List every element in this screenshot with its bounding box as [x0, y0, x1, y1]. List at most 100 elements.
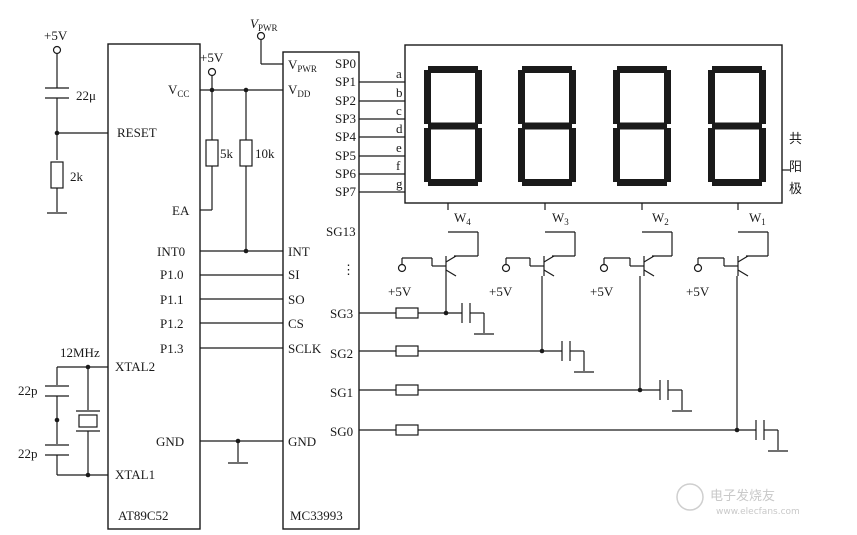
mc33993-chip — [282, 51, 360, 530]
digit-2-segment-d — [522, 179, 572, 186]
pin-p13: P1.3 — [160, 341, 183, 356]
digit-2-segment-c — [569, 128, 576, 182]
resistor-10k-label: 10k — [255, 146, 275, 161]
plus5v-label-mid: +5V — [200, 50, 224, 65]
driver-4-junction-dot — [443, 310, 449, 316]
plus5v-terminal-left — [52, 45, 62, 55]
driver-4-collector — [445, 269, 457, 277]
pin-gnd-mcu: GND — [156, 434, 184, 449]
vpwr-terminal — [256, 31, 266, 41]
supply-label-3: +5V — [590, 284, 614, 299]
driver-1-supply-terminal — [693, 263, 703, 273]
driver-1-collector — [737, 269, 749, 277]
digit-2-segment-b — [569, 70, 576, 124]
plus5v-label-left: +5V — [44, 28, 68, 43]
at89c52-label: AT89C52 — [118, 508, 169, 523]
display-digits — [424, 66, 766, 186]
crystal-freq-label: 12MHz — [60, 345, 100, 360]
segment-letter-a: a — [396, 66, 402, 81]
pin-sg2: SG2 — [330, 346, 353, 361]
common-anode-char-3: 极 — [789, 181, 802, 196]
driver-2-supply-terminal — [599, 263, 609, 273]
digit-3-segment-d — [617, 179, 667, 186]
driver-1-emitter — [737, 255, 749, 263]
digit-3-segment-b — [664, 70, 671, 124]
segment-letter-b: b — [396, 85, 403, 100]
cap-x1-label: 22p — [18, 383, 38, 398]
pin-xtal2: XTAL2 — [115, 359, 155, 374]
driver-2-emitter — [643, 255, 655, 263]
digit-4-segment-f — [708, 70, 715, 124]
digit-1-segment-b — [475, 70, 482, 124]
digit-1-segment-c — [475, 128, 482, 182]
pin-int0: INT0 — [157, 244, 185, 259]
driver-1-sg-resistor — [395, 424, 419, 436]
driver-2-collector — [643, 269, 655, 277]
digit-1-segment-g — [428, 122, 478, 130]
driver-3-collector — [543, 269, 555, 277]
digit-2-segment-g — [522, 122, 572, 130]
pin-sclk: SCLK — [288, 341, 322, 356]
pin-si: SI — [288, 267, 300, 282]
pin-sp5: SP5 — [335, 148, 356, 163]
common-anode-char-2: 阳 — [789, 159, 802, 174]
resistor-2k-label: 2k — [70, 169, 84, 184]
digit-3-segment-a — [617, 66, 667, 73]
segment-letter-f: f — [396, 158, 401, 173]
segment-letter-c: c — [396, 103, 402, 118]
driver-4-supply-terminal — [397, 263, 407, 273]
digit-3-segment-c — [664, 128, 671, 182]
digit-3-segment-e — [613, 128, 620, 182]
crystal-body — [78, 414, 98, 428]
resistor-5k-label: 5k — [220, 146, 234, 161]
pin-sg13: SG13 — [326, 224, 356, 239]
pin-so: SO — [288, 292, 305, 307]
pin-sg0: SG0 — [330, 424, 353, 439]
pin-xtal1: XTAL1 — [115, 467, 155, 482]
pin-p11: P1.1 — [160, 292, 183, 307]
digit-3-segment-g — [617, 122, 667, 130]
digit-4-segment-d — [712, 179, 762, 186]
driver-3-sg-resistor — [395, 345, 419, 357]
pin-sg3: SG3 — [330, 306, 353, 321]
mc33993-label: MC33993 — [290, 508, 343, 523]
pin-sp6: SP6 — [335, 166, 356, 181]
segment-letter-d: d — [396, 121, 403, 136]
pin-vcc: VCC — [168, 82, 189, 99]
pin-sp2: SP2 — [335, 93, 356, 108]
junction-dot — [54, 417, 60, 423]
digit-label-w2: W2 — [652, 210, 669, 227]
pin-sp0: SP0 — [335, 56, 356, 71]
pin-ellipsis: ⋮ — [342, 262, 355, 277]
driver-3-junction-dot — [539, 348, 545, 354]
supply-label-1: +5V — [388, 284, 412, 299]
digit-4-segment-c — [759, 128, 766, 182]
pin-p10: P1.0 — [160, 267, 183, 282]
digit-2-segment-a — [522, 66, 572, 73]
watermark-url: www.elecfans.com — [716, 507, 800, 517]
digit-4-segment-e — [708, 128, 715, 182]
plus5v-terminal-mid — [207, 67, 217, 77]
pin-vpwr: VPWR — [288, 57, 317, 74]
common-anode-char-1: 共 — [789, 131, 802, 146]
pin-cs: CS — [288, 316, 304, 331]
segment-bus — [359, 81, 405, 193]
digit-label-w4: W4 — [454, 210, 471, 227]
digit-2-segment-e — [518, 128, 525, 182]
resistor-2k — [50, 161, 64, 189]
resistor-5k — [205, 139, 219, 167]
supply-label-2: +5V — [489, 284, 513, 299]
watermark-brand: 电子发烧友 — [710, 488, 775, 504]
pin-ea: EA — [172, 203, 190, 218]
segment-letter-g: g — [396, 176, 403, 191]
cap-x2-label: 22p — [18, 446, 38, 461]
pin-sp7: SP7 — [335, 184, 356, 199]
digit-4-segment-a — [712, 66, 762, 73]
driver-3-supply-terminal — [501, 263, 511, 273]
digit-3-segment-f — [613, 70, 620, 124]
segment-letter-e: e — [396, 140, 402, 155]
at89c52-chip — [107, 43, 201, 530]
cap-reset-label: 22μ — [76, 88, 96, 103]
digit-4-segment-b — [759, 70, 766, 124]
